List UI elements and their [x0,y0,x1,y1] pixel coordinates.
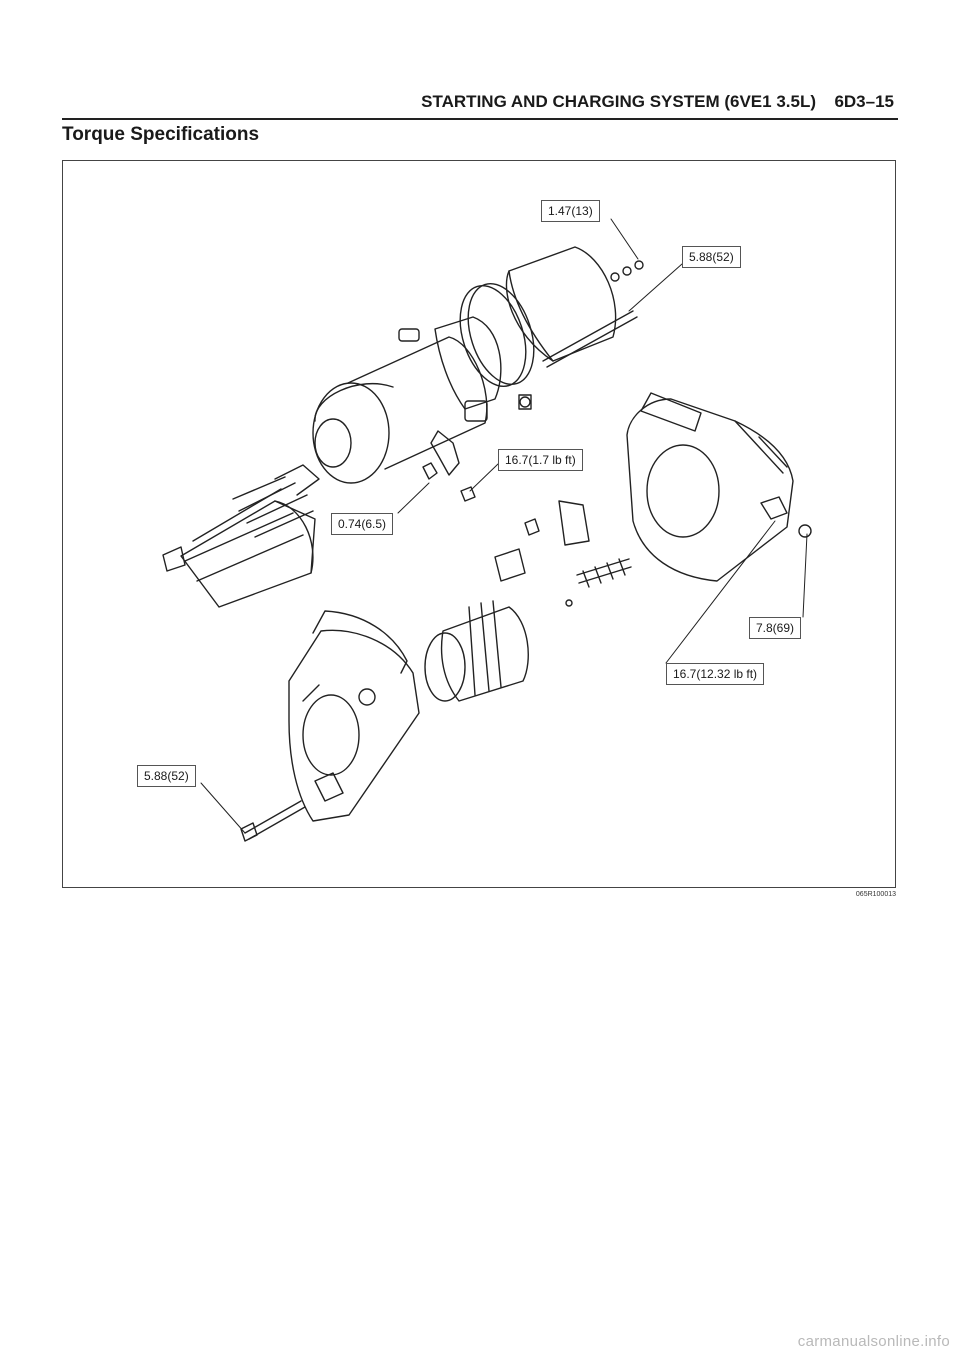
torque-callout-4: 0.74(6.5) [331,513,394,535]
header-title: STARTING AND CHARGING SYSTEM (6VE1 3.5L) [421,92,816,111]
torque-callout-2: 5.88(52) [682,246,741,268]
watermark: carmanualsonline.info [797,1333,950,1350]
rings [459,282,535,388]
torque-callout-3: 16.7(1.7 lb ft) [498,449,583,471]
torque-callout-1: 1.47(13) [541,200,600,222]
torque-callout-5: 7.8(69) [749,617,802,639]
through-bolt [542,260,644,368]
exploded-diagram: 1.47(13) 5.88(52) 16.7(1.7 lb ft) 0.74(6… [62,160,896,888]
torque-callout-7: 5.88(52) [137,765,196,787]
section-title: Torque Specifications [62,124,260,145]
page-header: STARTING AND CHARGING SYSTEM (6VE1 3.5L)… [62,90,898,120]
torque-callout-6: 16.7(12.32 lb ft) [666,663,765,685]
front-housing [288,610,420,822]
rear-cover [505,246,617,410]
leader-lines [200,218,808,834]
drive-gear-parts [494,500,632,607]
starter-motor-illustration [162,218,812,842]
pinion-clutch [424,600,529,702]
drive-housing [626,392,812,582]
armature [162,464,320,608]
field-frame [312,328,488,484]
figure-id: 065R100013 [855,891,896,898]
lever-and-nuts [422,430,476,502]
long-bolt [240,800,306,842]
brush-holder [434,316,502,422]
page-number: 6D3–15 [834,92,894,111]
